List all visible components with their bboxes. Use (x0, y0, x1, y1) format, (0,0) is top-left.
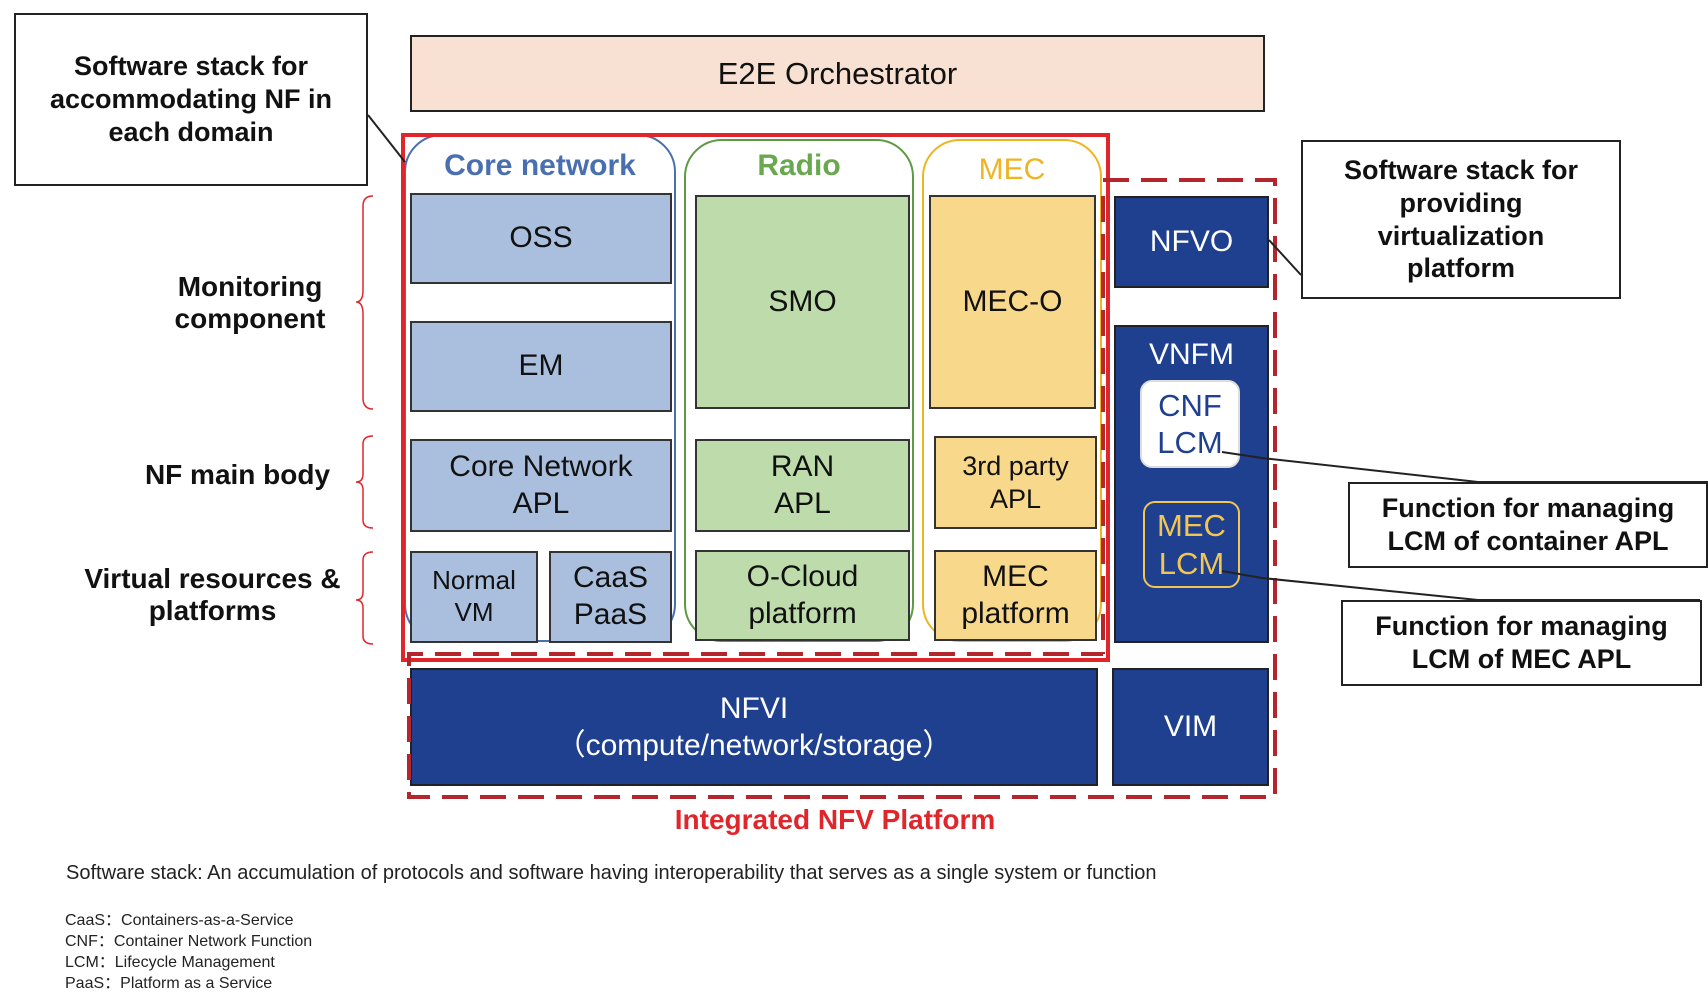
mec-o-box: MEC-O (929, 195, 1096, 409)
abbreviation-item: CNF：Container Network Function (65, 933, 313, 950)
callout-virt-stack: Software stack for providing virtualizat… (1301, 140, 1621, 299)
core-network-title: Core network (444, 149, 636, 182)
virtual-resources-bracket (355, 551, 374, 645)
software-stack-footnote: Software stack: An accumulation of proto… (66, 862, 1157, 884)
third-party-apl-box: 3rd party APL (934, 436, 1097, 529)
side-label-virtual-resources: Virtual resources & platforms (84, 562, 341, 626)
abbreviation-item: PaaS：Platform as a Service (65, 975, 273, 992)
callout-virt-stack-pointer (1268, 239, 1302, 276)
mec-platform-box: MEC platform (934, 550, 1097, 641)
abbreviation-item: LCM：Lifecycle Management (65, 954, 275, 971)
em-box: EM (410, 321, 672, 412)
vim-box: VIM (1112, 668, 1269, 786)
o-cloud-platform-box: O-Cloud platform (695, 550, 910, 641)
nfvo-box: NFVO (1114, 196, 1269, 288)
mec-title: MEC (978, 153, 1046, 186)
mec-lcm-box: MEC LCM (1143, 501, 1240, 588)
abbreviation-item: CaaS：Containers-as-a-Service (65, 912, 294, 929)
callout-mec-lcm-connector (1221, 570, 1700, 601)
side-label-nf-main-body: NF main body (144, 458, 331, 490)
callout-nf-stack: Software stack for accommodating NF in e… (14, 13, 368, 186)
vnfm-box: VNFM (1114, 325, 1269, 643)
abbreviation-list: CaaS：Containers-as-a-Service CNF：Contain… (65, 910, 465, 1000)
normal-vm-box: Normal VM (410, 551, 538, 643)
callout-mec-lcm: Function for managing LCM of MEC APL (1341, 600, 1702, 686)
radio-title: Radio (757, 149, 841, 182)
callout-nf-stack-text: Software stack for accommodating NF in e… (49, 51, 333, 147)
nfvi-box: NFVI （compute/network/storage） (410, 668, 1098, 786)
callout-container-lcm-connector (1221, 451, 1708, 483)
e2e-orchestrator-box: E2E Orchestrator (410, 35, 1265, 112)
nf-main-body-bracket (355, 435, 374, 529)
ran-apl-box: RAN APL (695, 439, 910, 532)
callout-container-lcm: Function for managing LCM of container A… (1348, 482, 1708, 568)
caas-paas-box: CaaS PaaS (549, 551, 672, 643)
vnfm-label: VNFM (1149, 338, 1234, 372)
oss-box: OSS (410, 193, 672, 284)
e2e-orchestrator-label: E2E Orchestrator (717, 55, 958, 91)
integrated-nfv-platform-title: Integrated NFV Platform (674, 804, 996, 835)
callout-nf-stack-pointer (367, 114, 406, 163)
core-network-apl-box: Core Network APL (410, 439, 672, 532)
side-label-monitoring: Monitoring component (174, 270, 326, 334)
smo-box: SMO (695, 195, 910, 409)
cnf-lcm-box: CNF LCM (1140, 380, 1240, 468)
